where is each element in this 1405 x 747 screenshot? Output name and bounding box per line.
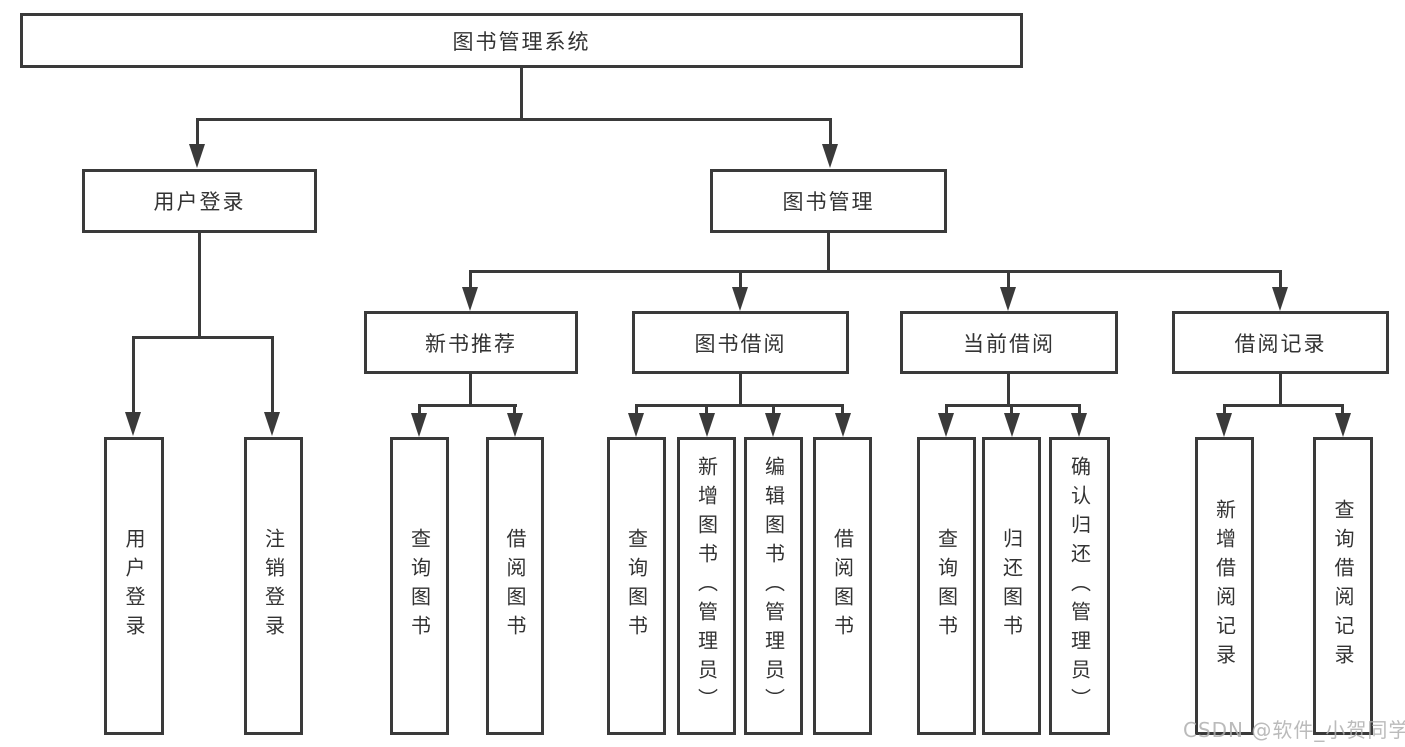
connector-line [945, 404, 1081, 407]
arrow-down-icon [732, 287, 748, 311]
connector-line [271, 336, 274, 414]
arrow-down-icon [699, 413, 715, 437]
connector-line [196, 118, 832, 121]
arrow-down-icon [938, 413, 954, 437]
node-book-management: 图书管理 [710, 169, 947, 233]
connector-line [1007, 372, 1010, 407]
leaf-add-borrow-record: 新增借阅记录 [1195, 437, 1254, 735]
leaf-return-books: 归还图书 [982, 437, 1041, 735]
connector-line [1007, 270, 1010, 289]
node-label: 图书借阅 [694, 331, 787, 356]
connector-line [772, 404, 775, 415]
connector-line [635, 404, 844, 407]
node-label: 新增借阅记录 [1212, 499, 1237, 673]
arrow-down-icon [1216, 413, 1232, 437]
node-borrowing-records: 借阅记录 [1172, 311, 1389, 374]
node-label: 新增图书（管理员） [694, 455, 719, 717]
arrow-down-icon [189, 144, 205, 168]
connector-line [827, 231, 830, 273]
arrow-down-icon [628, 413, 644, 437]
connector-line [739, 270, 742, 289]
node-label: 图书管理 [782, 190, 875, 214]
node-user-login: 用户登录 [82, 169, 317, 233]
leaf-logout: 注销登录 [244, 437, 303, 735]
arrow-down-icon [264, 412, 280, 436]
connector-line [841, 404, 844, 415]
arrow-down-icon [411, 413, 427, 437]
node-label: 编辑图书（管理员） [761, 455, 786, 717]
node-label: 用户登录 [122, 528, 146, 644]
connector-line [945, 404, 948, 415]
leaf-query-books-recommend: 查询图书 [390, 437, 449, 735]
connector-line [520, 66, 523, 120]
node-new-book-recommend: 新书推荐 [364, 311, 578, 374]
node-label: 借阅图书 [830, 528, 855, 644]
leaf-query-books-current: 查询图书 [917, 437, 976, 735]
node-label: 借阅记录 [1234, 331, 1327, 356]
connector-line [1223, 404, 1344, 407]
connector-line [418, 404, 517, 407]
node-label: 注销登录 [261, 528, 286, 644]
node-label: 查询借阅记录 [1331, 499, 1355, 673]
node-current-borrowing: 当前借阅 [900, 311, 1118, 374]
leaf-confirm-return-admin: 确认归还（管理员） [1049, 437, 1110, 735]
node-label: 归还图书 [999, 528, 1024, 644]
connector-line [1010, 404, 1013, 415]
leaf-add-books-admin: 新增图书（管理员） [677, 437, 736, 735]
leaf-borrow-books: 借阅图书 [813, 437, 872, 735]
arrow-down-icon [1272, 287, 1288, 311]
connector-line [469, 270, 1282, 273]
arrow-down-icon [1004, 413, 1020, 437]
arrow-down-icon [1000, 287, 1016, 311]
arrow-down-icon [1335, 413, 1351, 437]
connector-line [1279, 372, 1282, 407]
node-label: 图书管理系统 [452, 29, 591, 54]
node-label: 查询图书 [624, 528, 649, 644]
node-book-borrowing: 图书借阅 [632, 311, 849, 374]
connector-line [513, 404, 516, 415]
arrow-down-icon [835, 413, 851, 437]
connector-line [1279, 270, 1282, 289]
connector-line [469, 372, 472, 407]
connector-line [418, 404, 421, 415]
node-label: 查询图书 [407, 528, 432, 644]
connector-line [1223, 404, 1226, 415]
connector-line [196, 118, 199, 146]
connector-line [132, 336, 274, 339]
node-label: 借阅图书 [503, 528, 527, 644]
connector-line [1341, 404, 1344, 415]
node-label: 确认归还（管理员） [1067, 455, 1092, 717]
arrow-down-icon [462, 287, 478, 311]
arrow-down-icon [507, 413, 523, 437]
node-label: 当前借阅 [963, 331, 1055, 356]
connector-line [635, 404, 638, 415]
connector-line [705, 404, 708, 415]
arrow-down-icon [125, 412, 141, 436]
arrow-down-icon [765, 413, 781, 437]
node-library-management-system: 图书管理系统 [20, 13, 1023, 68]
leaf-user-login: 用户登录 [104, 437, 164, 735]
connector-line [132, 336, 135, 414]
leaf-borrow-books-recommend: 借阅图书 [486, 437, 544, 735]
leaf-query-books-borrowing: 查询图书 [607, 437, 666, 735]
connector-line [1078, 404, 1081, 415]
leaf-edit-books-admin: 编辑图书（管理员） [744, 437, 803, 735]
arrow-down-icon [1071, 413, 1087, 437]
connector-line [198, 231, 201, 339]
node-label: 用户登录 [153, 190, 246, 214]
connector-line [829, 118, 832, 146]
arrow-down-icon [822, 144, 838, 168]
connector-line [739, 372, 742, 407]
node-label: 查询图书 [934, 528, 959, 644]
csdn-watermark: CSDN @软件_小贺同学 [1183, 718, 1405, 742]
connector-line [469, 270, 472, 289]
node-label: 新书推荐 [425, 331, 517, 356]
leaf-query-borrow-record: 查询借阅记录 [1313, 437, 1373, 735]
